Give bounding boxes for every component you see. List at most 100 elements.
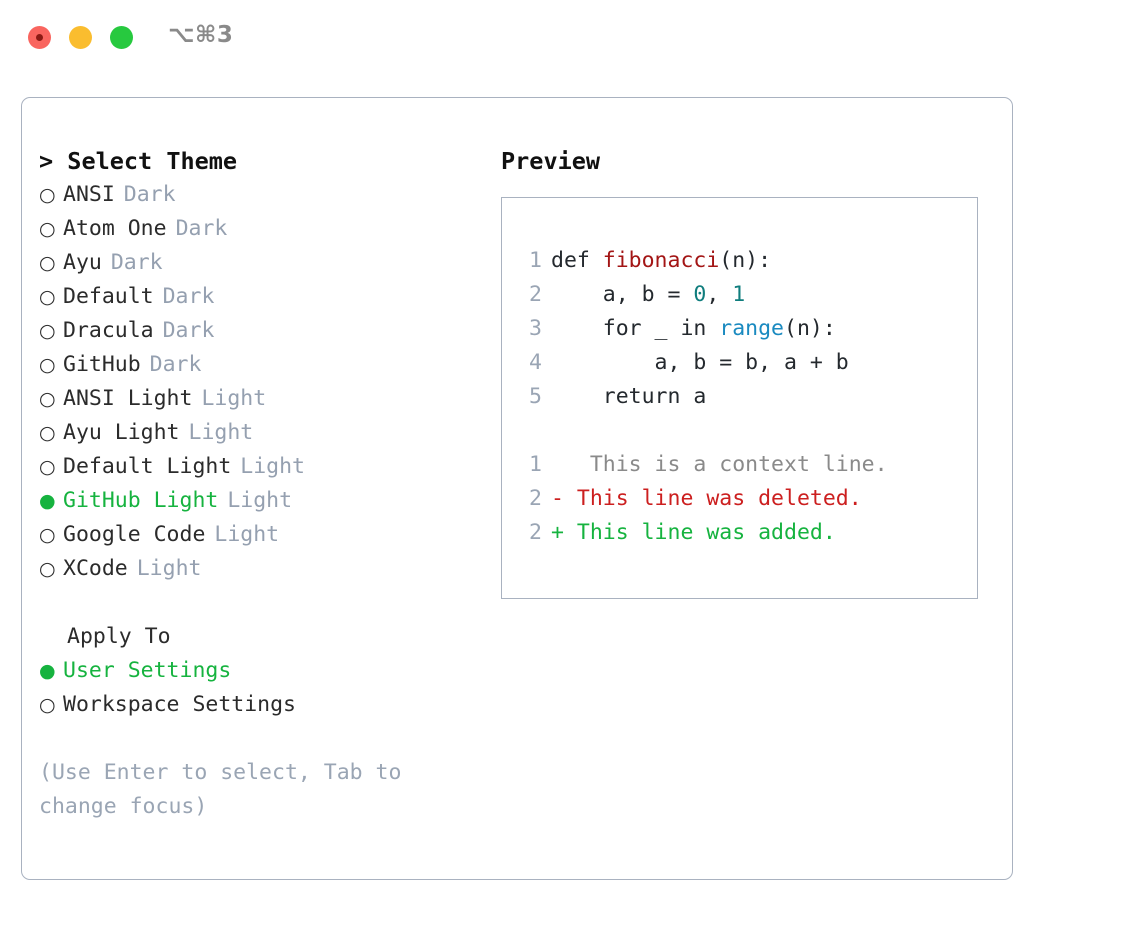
line-number: 3 [529, 316, 542, 341]
code-line: 3 for _ in range(n): [516, 312, 977, 346]
theme-option-label: GitHub Light [63, 488, 219, 513]
theme-option-label: Default Light [63, 454, 232, 479]
theme-variant-tag: Dark [175, 216, 228, 241]
code-token-call: range [719, 316, 785, 341]
apply-to-header: Apply To [67, 624, 171, 649]
radio-unselected-icon: ○ [39, 320, 56, 342]
theme-option-label: Default [63, 284, 154, 309]
apply-to-option-list: ● User Settings ○Workspace Settings [39, 654, 489, 722]
radio-selected-icon: ● [39, 490, 56, 512]
theme-option-label: ANSI [63, 182, 115, 207]
code-line: 5 return a [516, 380, 977, 414]
diff-marker [551, 448, 564, 482]
theme-option-ayu[interactable]: ○ Ayu Dark [39, 246, 489, 280]
diff-line-text: This line was added. [563, 520, 836, 545]
code-line-content: def fibonacci(n): [551, 244, 771, 278]
theme-option-label: Dracula [63, 318, 154, 343]
radio-unselected-icon: ○ [39, 252, 56, 274]
radio-unselected-icon: ○ [39, 558, 56, 580]
code-token-plain: for _ in [551, 316, 720, 341]
theme-option-label: Ayu Light [63, 420, 180, 445]
window-controls [28, 26, 133, 49]
diff-line-added: 2 + This line was added. [516, 516, 977, 550]
diff-sample: 1 This is a context line. 2- This line wa… [516, 448, 977, 550]
theme-option-label: XCode [63, 556, 128, 581]
code-token-plain: , [706, 282, 733, 307]
theme-variant-tag: Light [136, 556, 202, 581]
radio-unselected-icon: ○ [39, 422, 56, 444]
theme-option-label: ANSI Light [63, 386, 193, 411]
diff-marker: - [551, 486, 564, 511]
keyboard-shortcut-label: ⌥⌘3 [168, 22, 234, 48]
line-number: 2 [529, 486, 542, 511]
close-window-button[interactable] [28, 26, 51, 49]
apply-to-option-workspace-settings[interactable]: ○Workspace Settings [39, 688, 489, 722]
code-diff-gap [516, 414, 977, 448]
line-number: 1 [529, 452, 542, 477]
theme-option-label: GitHub [63, 352, 141, 377]
radio-unselected-icon: ○ [39, 218, 56, 240]
theme-variant-tag: Dark [110, 250, 163, 275]
theme-variant-tag: Light [214, 522, 280, 547]
theme-option-dracula[interactable]: ○ Dracula Dark [39, 314, 489, 348]
theme-option-label: Atom One [63, 216, 167, 241]
code-token-num: 0 [693, 282, 707, 307]
line-number: 2 [529, 282, 542, 307]
theme-variant-tag: Light [201, 386, 267, 411]
diff-marker: + [551, 520, 564, 545]
code-token-plain: (n): [784, 316, 836, 341]
line-number: 2 [529, 520, 542, 545]
title-bar: ⌥⌘3 [0, 0, 1140, 76]
code-line: 4 a, b = b, a + b [516, 346, 977, 380]
code-token-plain: a, b = b, a + b [551, 350, 849, 375]
code-line-content: for _ in range(n): [551, 312, 836, 346]
minimize-window-button[interactable] [69, 26, 92, 49]
code-token-plain: return a [551, 384, 707, 409]
apply-to-option-user-settings[interactable]: ● User Settings [39, 654, 489, 688]
theme-variant-tag: Dark [162, 318, 215, 343]
line-number: 4 [529, 350, 542, 375]
code-line-content: a, b = b, a + b [551, 346, 849, 380]
preview-title: Preview [501, 147, 601, 175]
list-spacer [39, 586, 489, 620]
theme-option-atom-one[interactable]: ○ Atom One Dark [39, 212, 489, 246]
theme-option-label: Ayu [63, 250, 102, 275]
code-token-plain: (n): [719, 248, 772, 273]
diff-line-text: This line was deleted. [563, 486, 862, 511]
code-line: 2 a, b = 0, 1 [516, 278, 977, 312]
theme-variant-tag: Light [227, 488, 293, 513]
diff-line-text: This is a context line. [563, 452, 888, 477]
maximize-window-button[interactable] [110, 26, 133, 49]
keyboard-hint-text: (Use Enter to select, Tab to change focu… [39, 760, 415, 819]
theme-option-google-code[interactable]: ○ Google Code Light [39, 518, 489, 552]
code-token-plain: a, b = [551, 282, 694, 307]
radio-unselected-icon: ○ [39, 354, 56, 376]
theme-option-xcode[interactable]: ○ XCode Light [39, 552, 489, 586]
code-token-fn: fibonacci [602, 248, 720, 273]
radio-selected-icon: ● [39, 660, 56, 682]
theme-variant-tag: Dark [162, 284, 215, 309]
radio-unselected-icon: ○ [39, 524, 56, 546]
apply-to-option-label: User Settings [63, 658, 232, 683]
theme-option-github-light[interactable]: ● GitHub Light Light [39, 484, 489, 518]
line-number: 5 [529, 384, 542, 409]
code-token-plain: def [551, 248, 603, 273]
code-line: 1 def fibonacci(n): [516, 244, 977, 278]
select-theme-header: > Select Theme [39, 147, 238, 175]
theme-option-label: Google Code [63, 522, 206, 547]
line-number: 1 [529, 248, 542, 273]
code-line-content: a, b = 0, 1 [551, 278, 745, 312]
